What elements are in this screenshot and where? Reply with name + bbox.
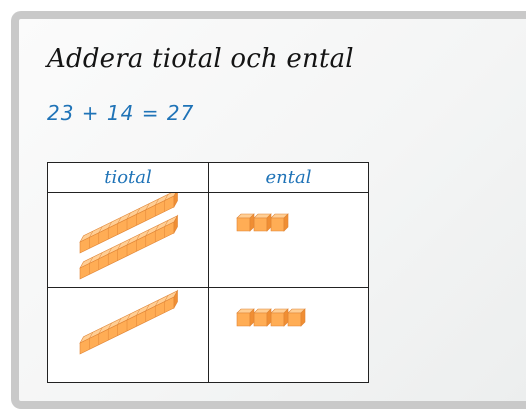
unit-cube (270, 308, 289, 327)
unit-cube (270, 213, 289, 232)
exercise-title: Addera tiotal och ental (47, 44, 354, 74)
unit-cube (236, 213, 255, 232)
unit-cube (253, 213, 272, 232)
ten-rod (79, 193, 178, 254)
ten-rod (79, 214, 179, 280)
header-row: tiotal ental (47, 162, 369, 193)
tens-cell (47, 192, 209, 288)
tens-blocks (79, 193, 179, 280)
unit-cube (287, 308, 306, 327)
unit-cube (236, 308, 255, 327)
table-row (47, 192, 369, 288)
header-ones: ental (208, 162, 369, 193)
place-value-table: tiotal ental (47, 162, 369, 383)
tens-cell (47, 287, 209, 383)
unit-cube (253, 308, 272, 327)
ones-cell (208, 192, 369, 288)
ones-blocks (236, 213, 289, 232)
table-row (47, 287, 369, 383)
ones-blocks (236, 308, 306, 327)
tens-blocks (79, 289, 179, 355)
equation: 23 + 14 = 27 (47, 101, 195, 125)
ten-rod (79, 289, 179, 355)
ones-cell (208, 287, 369, 383)
header-tens: tiotal (47, 162, 209, 193)
